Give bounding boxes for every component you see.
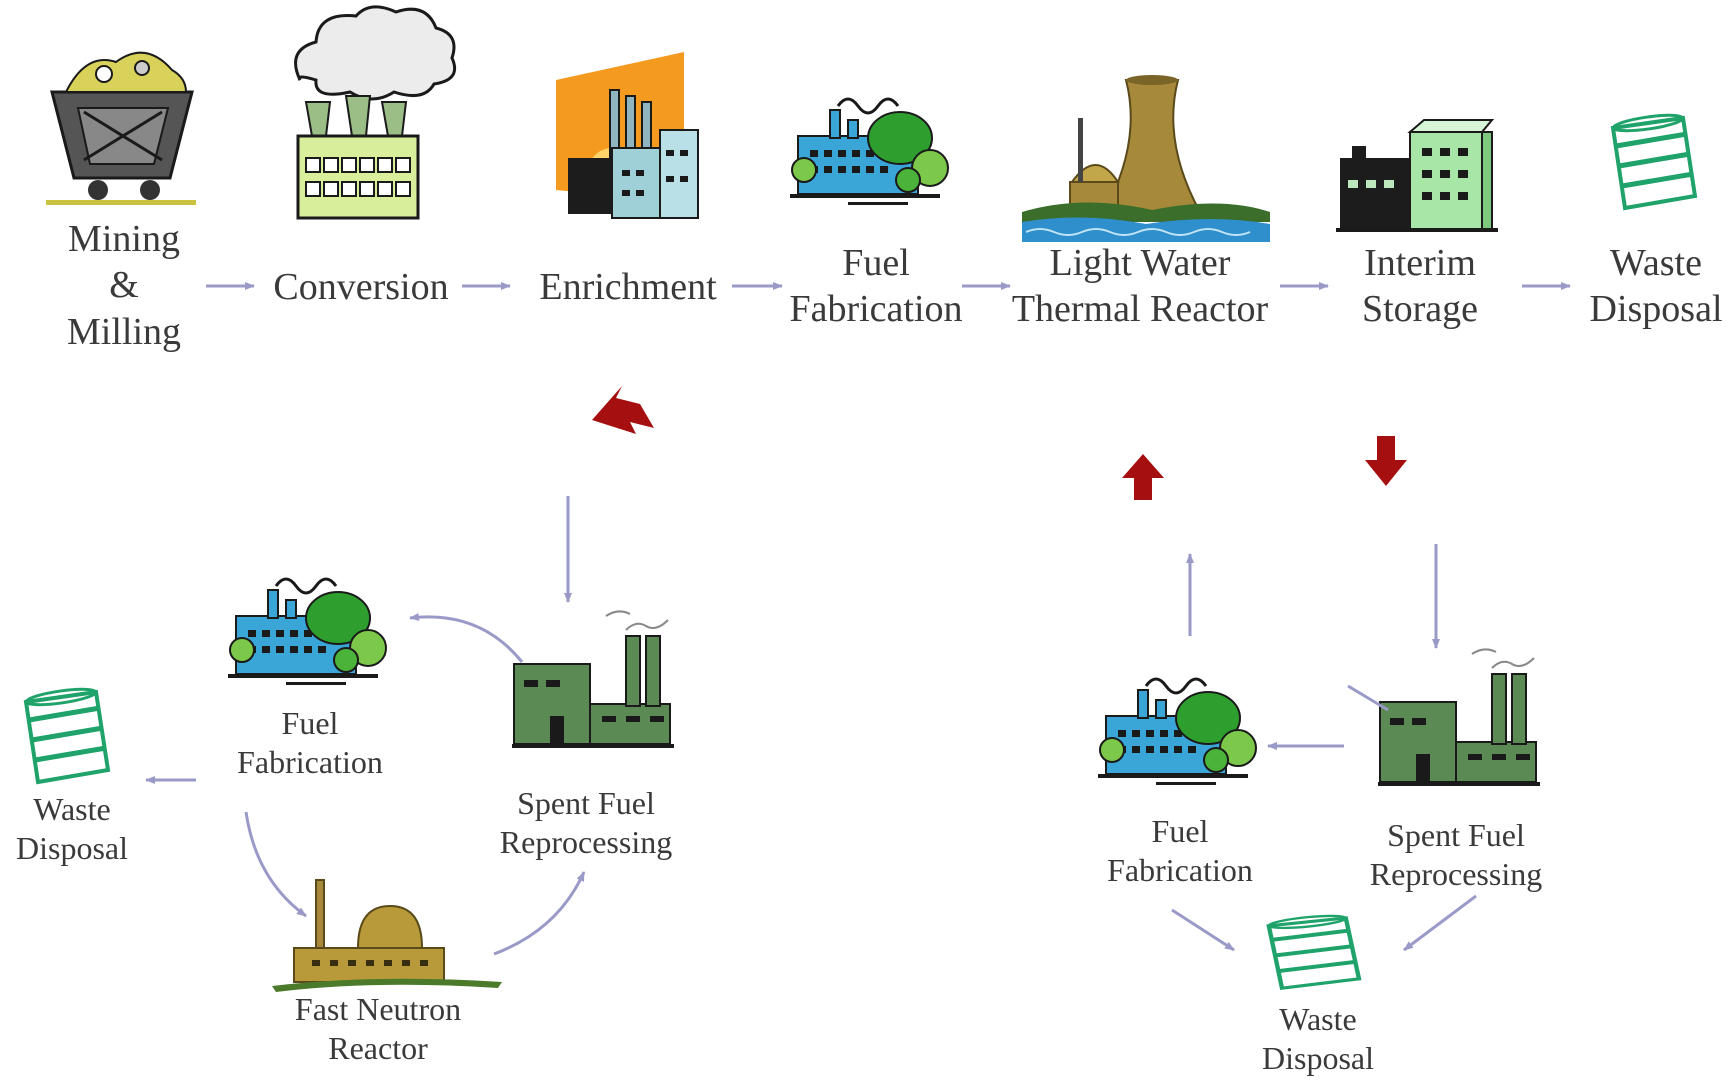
fast-reactor-icon	[272, 879, 502, 992]
label-fast-neutron-reactor: Fast Neutron Reactor	[295, 990, 461, 1068]
reprocessing-plant-icon	[1377, 648, 1541, 787]
waste-drum-icon	[26, 686, 108, 782]
fuel-fabrication-icon	[788, 97, 950, 207]
fuel-fabrication-icon	[1096, 677, 1258, 787]
flow-arrow	[1403, 894, 1477, 952]
interim-storage-icon	[1336, 119, 1498, 232]
label-line: Interim	[1364, 242, 1476, 284]
waste-drum-icon	[1613, 112, 1695, 208]
label-line: Disposal	[1262, 1040, 1374, 1077]
fuel-fabrication-icon	[226, 577, 388, 687]
label-line: Mining	[68, 218, 180, 260]
label-fuel-fabrication: Fuel Fabrication	[789, 240, 962, 333]
waste-drum-icon	[1268, 913, 1359, 988]
label-light-water-reactor: Light Water Thermal Reactor	[1012, 240, 1268, 333]
label-line: Milling	[66, 310, 182, 353]
reprocessing-plant-icon	[511, 610, 675, 749]
right-loop-arrows	[1171, 544, 1477, 952]
label-line: Reactor	[328, 1030, 428, 1067]
red-arrow-left	[592, 386, 654, 434]
flow-arrow	[493, 871, 586, 956]
label-line: Fuel	[1151, 813, 1209, 849]
label-line: Fast Neutron	[294, 991, 462, 1027]
label-line: Fuel	[281, 705, 339, 741]
label-line: Thermal Reactor	[1011, 288, 1269, 331]
label-line: Waste	[1610, 242, 1702, 284]
label-line: Fabrication	[1107, 852, 1253, 889]
label-enrichment: Enrichment	[539, 264, 716, 310]
label-line: Conversion	[273, 266, 449, 308]
flow-arrow	[1171, 908, 1235, 952]
label-line: Waste	[1279, 1001, 1357, 1037]
label-line: Spent Fuel	[517, 785, 655, 821]
label-waste-disposal: Waste Disposal	[1590, 240, 1723, 333]
label-mining-milling: Mining & Milling	[67, 216, 181, 355]
label-line: Fabrication	[789, 288, 963, 331]
left-loop-arrows	[145, 496, 586, 956]
connector-line	[1347, 684, 1389, 712]
conversion-plant-icon	[294, 5, 457, 220]
label-line: Disposal	[16, 830, 128, 867]
label-waste-disposal: Waste Disposal	[16, 790, 128, 868]
enrichment-plant-icon	[556, 52, 699, 219]
label-line: Fabrication	[237, 744, 383, 781]
label-line: Fuel	[842, 242, 910, 284]
label-line: Light Water	[1049, 242, 1231, 284]
label-line: Reprocessing	[1369, 856, 1543, 893]
label-fuel-fabrication: Fuel Fabrication	[237, 704, 383, 782]
label-spent-fuel-reprocessing: Spent Fuel Reprocessing	[1370, 816, 1542, 894]
label-line: Reprocessing	[499, 824, 673, 861]
label-line: Disposal	[1589, 288, 1723, 331]
label-line: Waste	[33, 791, 111, 827]
flow-arrow	[244, 811, 307, 918]
label-interim-storage: Interim Storage	[1362, 240, 1478, 333]
flow-arrow	[409, 613, 524, 663]
red-arrow-down	[1365, 436, 1407, 486]
label-line: Storage	[1361, 288, 1479, 331]
mine-cart-icon	[46, 51, 196, 205]
label-waste-disposal: Waste Disposal	[1262, 1000, 1374, 1078]
label-fuel-fabrication: Fuel Fabrication	[1107, 812, 1253, 890]
label-conversion: Conversion	[273, 264, 448, 310]
label-line: Spent Fuel	[1387, 817, 1525, 853]
label-line: &	[109, 264, 139, 307]
label-line: Enrichment	[539, 266, 717, 308]
red-arrow-up	[1122, 454, 1164, 500]
cooling-tower-reactor-icon	[1022, 75, 1270, 242]
label-spent-fuel-reprocessing: Spent Fuel Reprocessing	[500, 784, 672, 862]
